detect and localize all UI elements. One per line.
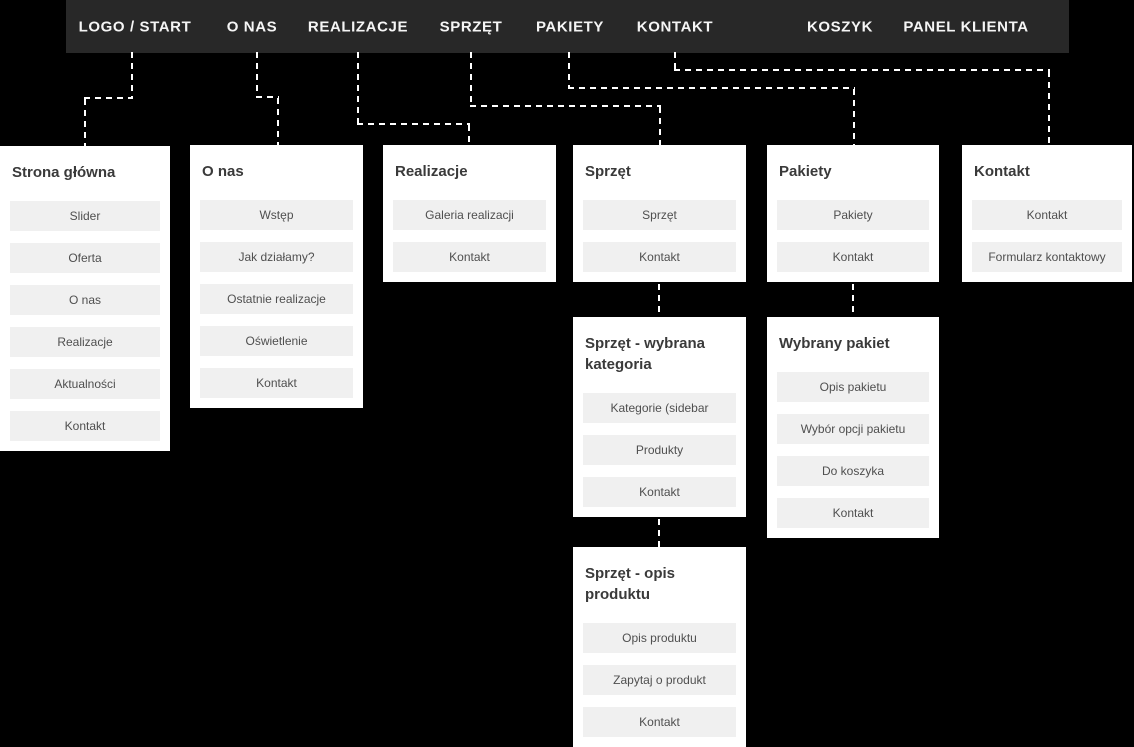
connector-logo-start-drop bbox=[131, 52, 133, 97]
section-button[interactable]: Kontakt bbox=[777, 498, 929, 528]
connector-o-nas-jog bbox=[256, 96, 279, 98]
card-realizacje: Realizacje Galeria realizacji Kontakt bbox=[383, 145, 556, 282]
section-button[interactable]: Do koszyka bbox=[777, 456, 929, 486]
card-pakiety: Pakiety Pakiety Kontakt bbox=[767, 145, 939, 282]
connector-pakiety-drop bbox=[568, 52, 570, 87]
section-button[interactable]: Zapytaj o produkt bbox=[583, 665, 736, 695]
connector-o-nas-down bbox=[277, 98, 279, 145]
section-button[interactable]: Kategorie (sidebar bbox=[583, 393, 736, 423]
section-button[interactable]: Opis pakietu bbox=[777, 372, 929, 402]
nav-item-pakiety[interactable]: PAKIETY bbox=[535, 18, 605, 35]
section-button[interactable]: Oświetlenie bbox=[200, 326, 353, 356]
section-button[interactable]: Kontakt bbox=[10, 411, 160, 441]
card-sprzet: Sprzęt Sprzęt Kontakt bbox=[573, 145, 746, 282]
connector-sprzet-down bbox=[659, 107, 661, 145]
section-button[interactable]: Galeria realizacji bbox=[393, 200, 546, 230]
nav-item-realizacje[interactable]: REALIZACJE bbox=[307, 18, 409, 35]
section-button[interactable]: Jak działamy? bbox=[200, 242, 353, 272]
card-o-nas: O nas Wstęp Jak działamy? Ostatnie reali… bbox=[190, 145, 363, 408]
card-wybrany-pakiet: Wybrany pakiet Opis pakietu Wybór opcji … bbox=[767, 317, 939, 538]
connector-kontakt-drop bbox=[674, 52, 676, 69]
section-button[interactable]: Kontakt bbox=[583, 707, 736, 737]
section-button[interactable]: Sprzęt bbox=[583, 200, 736, 230]
section-button[interactable]: Formularz kontaktowy bbox=[972, 242, 1122, 272]
connector-o-nas-drop bbox=[256, 52, 258, 96]
section-button[interactable]: Wybór opcji pakietu bbox=[777, 414, 929, 444]
section-button[interactable]: Oferta bbox=[10, 243, 160, 273]
card-title: Sprzęt - opis produktu bbox=[585, 565, 676, 603]
connector-logo-start-jog bbox=[84, 97, 133, 99]
section-button[interactable]: Kontakt bbox=[777, 242, 929, 272]
connector-logo-start-down bbox=[84, 99, 86, 146]
section-button[interactable]: Kontakt bbox=[583, 477, 736, 507]
connector-pakiety-jog bbox=[568, 87, 855, 89]
nav-item-sprzet[interactable]: SPRZĘT bbox=[439, 18, 503, 35]
connector-sprzet-drop bbox=[470, 52, 472, 105]
section-button[interactable]: Kontakt bbox=[200, 368, 353, 398]
card-title: O nas bbox=[202, 163, 244, 180]
connector-pakiety-down bbox=[853, 89, 855, 145]
section-button[interactable]: Aktualności bbox=[10, 369, 160, 399]
connector-kontakt-jog bbox=[674, 69, 1050, 71]
section-button[interactable]: Realizacje bbox=[10, 327, 160, 357]
section-button[interactable]: Kontakt bbox=[972, 200, 1122, 230]
section-button[interactable]: Slider bbox=[10, 201, 160, 231]
section-button[interactable]: O nas bbox=[10, 285, 160, 315]
section-button[interactable]: Pakiety bbox=[777, 200, 929, 230]
section-button[interactable]: Produkty bbox=[583, 435, 736, 465]
connector-realizacje-jog bbox=[357, 123, 470, 125]
section-button[interactable]: Kontakt bbox=[583, 242, 736, 272]
card-title: Sprzęt bbox=[585, 163, 631, 180]
nav-item-panel-klienta[interactable]: PANEL KLIENTA bbox=[903, 18, 1029, 35]
connector-sprzet-jog bbox=[470, 105, 661, 107]
connector-kontakt-down bbox=[1048, 71, 1050, 145]
section-button[interactable]: Ostatnie realizacje bbox=[200, 284, 353, 314]
card-title: Kontakt bbox=[974, 163, 1030, 180]
card-kontakt: Kontakt Kontakt Formularz kontaktowy bbox=[962, 145, 1132, 282]
section-button[interactable]: Wstęp bbox=[200, 200, 353, 230]
section-button[interactable]: Opis produktu bbox=[583, 623, 736, 653]
connector-realizacje-down bbox=[468, 125, 470, 145]
section-button[interactable]: Kontakt bbox=[393, 242, 546, 272]
nav-item-logo-start[interactable]: LOGO / START bbox=[78, 18, 192, 35]
card-sprzet-opis-produktu: Sprzęt - opis produktu Opis produktu Zap… bbox=[573, 547, 746, 747]
connector-realizacje-drop bbox=[357, 52, 359, 123]
connector-kategoria-to-produkt bbox=[658, 519, 660, 547]
card-strona-glowna: Strona główna Slider Oferta O nas Realiz… bbox=[0, 146, 170, 451]
connector-sprzet-to-kategoria bbox=[658, 284, 660, 317]
card-title: Wybrany pakiet bbox=[779, 335, 890, 352]
connector-pakiety-to-wybrany bbox=[852, 284, 854, 317]
nav-item-o-nas[interactable]: O NAS bbox=[226, 18, 278, 35]
nav-item-koszyk[interactable]: KOSZYK bbox=[806, 18, 874, 35]
top-navbar: LOGO / START O NAS REALIZACJE SPRZĘT PAK… bbox=[66, 0, 1069, 53]
card-title: Realizacje bbox=[395, 163, 468, 180]
card-title: Sprzęt - wybrana kategoria bbox=[585, 335, 706, 373]
card-sprzet-wybrana-kategoria: Sprzęt - wybrana kategoria Kategorie (si… bbox=[573, 317, 746, 517]
card-title: Strona główna bbox=[12, 164, 116, 181]
card-title: Pakiety bbox=[779, 163, 832, 180]
nav-item-kontakt[interactable]: KONTAKT bbox=[636, 18, 714, 35]
